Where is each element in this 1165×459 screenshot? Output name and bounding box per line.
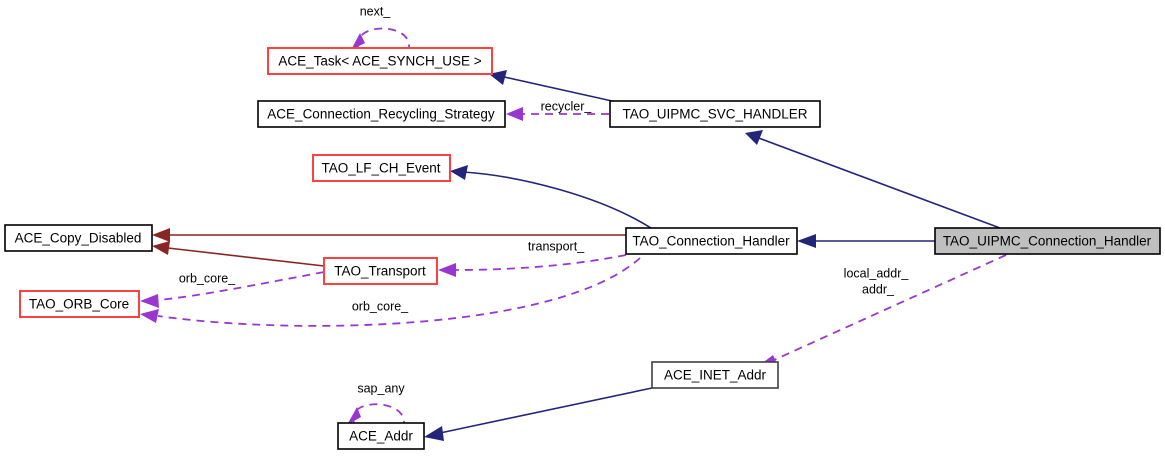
node-ace-connection-recycling-strategy[interactable]: ACE_Connection_Recycling_Strategy <box>257 100 506 128</box>
node-ace-addr-box[interactable] <box>337 422 425 450</box>
node-ace-inet-addr-box[interactable] <box>651 361 779 389</box>
edge-svc-handler-to-ace-task <box>499 75 613 102</box>
arrowhead-inet-addr-to-ace-addr <box>424 426 444 441</box>
node-ace-inet-addr[interactable]: ACE_INET_Addr <box>651 361 779 389</box>
edge-transport-to-copy-disabled <box>167 247 325 267</box>
arrowhead-next-self-loop <box>351 33 365 50</box>
edge-label-sap-any: sap_any <box>357 381 405 395</box>
node-tao-orb-core-box[interactable] <box>19 290 140 318</box>
arrowhead-recycler <box>506 107 523 121</box>
node-ace-copy-disabled-box[interactable] <box>4 224 153 252</box>
node-tao-uipmc-svc-handler-box[interactable] <box>609 100 821 128</box>
node-tao-transport[interactable]: TAO_Transport <box>323 257 438 285</box>
arrowhead-transport <box>438 263 456 277</box>
arrowhead-orb-core-upper <box>140 294 159 308</box>
edge-conn-handler-to-orb-core <box>157 257 641 327</box>
edge-label-recycler: recycler_ <box>541 99 593 113</box>
node-tao-connection-handler-box[interactable] <box>625 227 798 255</box>
node-tao-lf-ch-event[interactable]: TAO_LF_CH_Event <box>312 154 451 182</box>
arrowhead-conn-handler-to-lf-ch-event <box>450 165 468 180</box>
edge-label-local-addr: local_addr_ <box>844 266 910 280</box>
edge-conn-handler-to-lf-ch-event <box>463 171 652 229</box>
edge-layer <box>140 27 1007 441</box>
arrowhead-orb-core-lower <box>140 309 159 323</box>
arrowhead-transport-to-copy-disabled <box>152 241 170 255</box>
node-tao-orb-core[interactable]: TAO_ORB_Core <box>19 290 140 318</box>
edge-label-transport: transport_ <box>528 239 585 253</box>
edge-label-addr: addr_ <box>862 282 895 296</box>
node-tao-uipmc-connection-handler[interactable]: TAO_UIPMC_Connection_Handler <box>934 227 1161 255</box>
edge-label-orb-core-upper: orb_core_ <box>179 271 236 285</box>
node-ace-task-box[interactable] <box>267 47 493 75</box>
node-ace-copy-disabled[interactable]: ACE_Copy_Disabled <box>4 224 153 252</box>
edge-label-layer: next_ recycler_ transport_ orb_core_ orb… <box>179 4 910 395</box>
node-tao-connection-handler[interactable]: TAO_Connection_Handler <box>625 227 798 255</box>
edge-uipmc-ch-to-svc-handler <box>755 136 1001 229</box>
node-tao-uipmc-connection-handler-box[interactable] <box>934 227 1161 255</box>
edge-inet-addr-to-ace-addr <box>439 387 653 434</box>
node-tao-lf-ch-event-box[interactable] <box>312 154 451 182</box>
arrowhead-conn-handler-to-copy-disabled <box>152 228 170 242</box>
arrowhead-uipmc-ch-to-svc-handler <box>745 130 763 145</box>
arrowhead-sap-any-self-loop <box>347 407 361 425</box>
arrowhead-uipmc-ch-to-conn-handler <box>797 234 816 248</box>
edge-next-self-loop <box>357 27 410 49</box>
node-tao-transport-box[interactable] <box>323 257 438 285</box>
edge-sap-any-self-loop <box>352 403 405 424</box>
node-ace-connection-recycling-strategy-box[interactable] <box>257 100 506 128</box>
edge-label-orb-core-lower: orb_core_ <box>352 299 409 313</box>
edge-label-next: next_ <box>360 4 392 18</box>
node-ace-addr[interactable]: ACE_Addr <box>337 422 425 450</box>
node-tao-uipmc-svc-handler[interactable]: TAO_UIPMC_SVC_HANDLER <box>609 100 821 128</box>
node-ace-task[interactable]: ACE_Task< ACE_SYNCH_USE > <box>267 47 493 75</box>
edge-uipmc-ch-to-inet-addr <box>773 254 1007 361</box>
arrowhead-svc-handler-to-ace-task <box>489 70 507 85</box>
edge-conn-handler-to-transport <box>454 254 627 271</box>
